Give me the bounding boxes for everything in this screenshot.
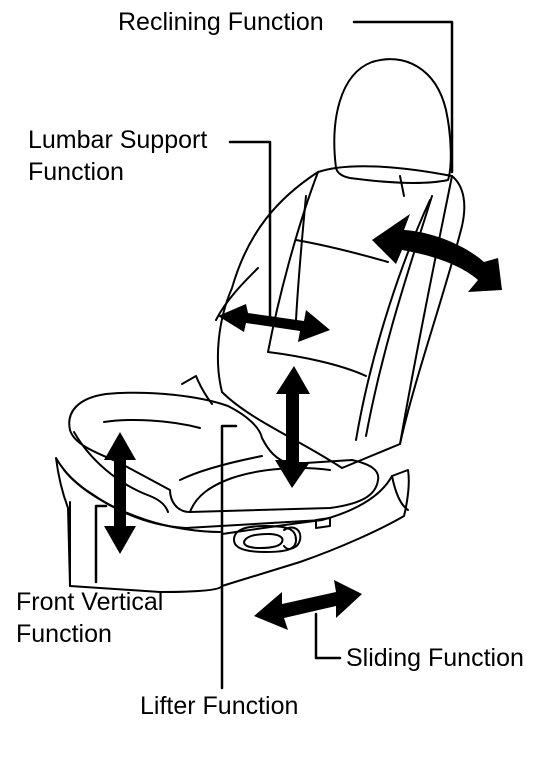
lumbar-support-label-line2: Function <box>28 158 124 186</box>
reclining-function-label: Reclining Function <box>118 8 324 36</box>
reclining-arrow <box>372 214 502 292</box>
front-vertical-label-line2: Function <box>16 620 112 648</box>
headrest <box>333 58 452 197</box>
front-vertical-label-line1: Front Vertical <box>16 588 164 616</box>
lifter-function-label: Lifter Function <box>140 692 299 720</box>
seat-control-switches <box>233 517 331 553</box>
sliding-arrow <box>254 580 362 630</box>
leader-lines <box>94 20 454 690</box>
lumbar-support-label-line1: Lumbar Support <box>28 126 208 154</box>
lumbar-support-arrow <box>218 304 330 342</box>
front-vertical-arrow <box>104 432 136 554</box>
lifter-arrow <box>275 366 310 488</box>
sliding-function-label: Sliding Function <box>346 644 524 672</box>
